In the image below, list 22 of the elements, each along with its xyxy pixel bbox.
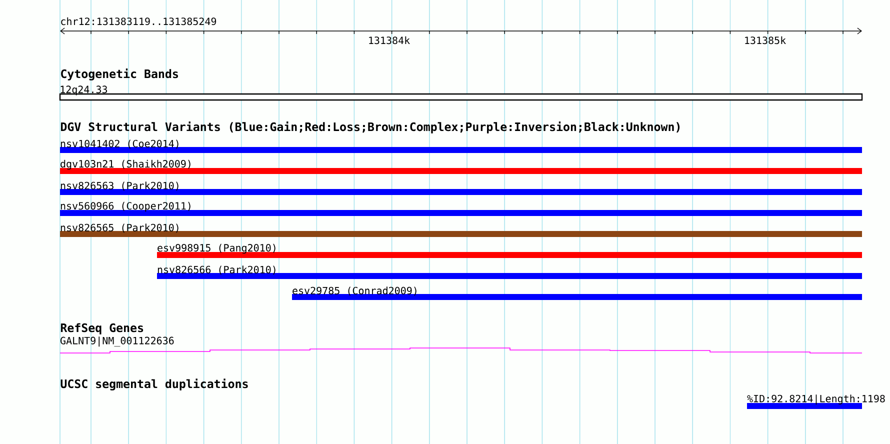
variant-bar: esv29785 (Conrad2009) [292, 286, 862, 300]
node-label: nsv560966 (Cooper2011) [60, 202, 190, 212]
variant-bar: nsv826566 (Park2010) [157, 266, 862, 279]
variant-bar: dgv103n21 (Shaikh2009) [60, 160, 862, 174]
variant-bar: esv998915 (Pang2010) [157, 244, 862, 258]
variant-bar: nsv1041402 (Coe2014) [60, 140, 862, 153]
node-label: esv998915 (Pang2010) [158, 244, 276, 254]
tick-label: 131385k [745, 36, 786, 44]
node-label: 12q24.33 [60, 86, 108, 96]
tick-label: 131384k [369, 36, 410, 44]
track-title: UCSC segmental duplications [60, 378, 248, 390]
position-label: chr12:131383119..131385249 [61, 17, 216, 26]
track-title: DGV Structural Variants (Blue:Gain;Red:Loss;Brown:Complex;Purple:Inversion;Black:Unknown) [60, 122, 680, 134]
variant-bar: nsv826565 (Park2010) [60, 224, 862, 237]
cytoband: 12q24.33 [59, 86, 863, 101]
variant-bar: nsv826563 (Park2010) [60, 182, 862, 195]
variant-bar: %ID:92.8214|Length:1198 [747, 394, 885, 409]
gene-track: GALNT9|NM_001122636 [60, 336, 862, 354]
node-label: %ID:92.8214|Length:1198 [747, 394, 885, 405]
variant-bar: nsv560966 (Cooper2011) [60, 202, 862, 216]
node-label: dgv103n21 (Shaikh2009) [60, 160, 190, 170]
track-title: Cytogenetic Bands [61, 68, 178, 80]
